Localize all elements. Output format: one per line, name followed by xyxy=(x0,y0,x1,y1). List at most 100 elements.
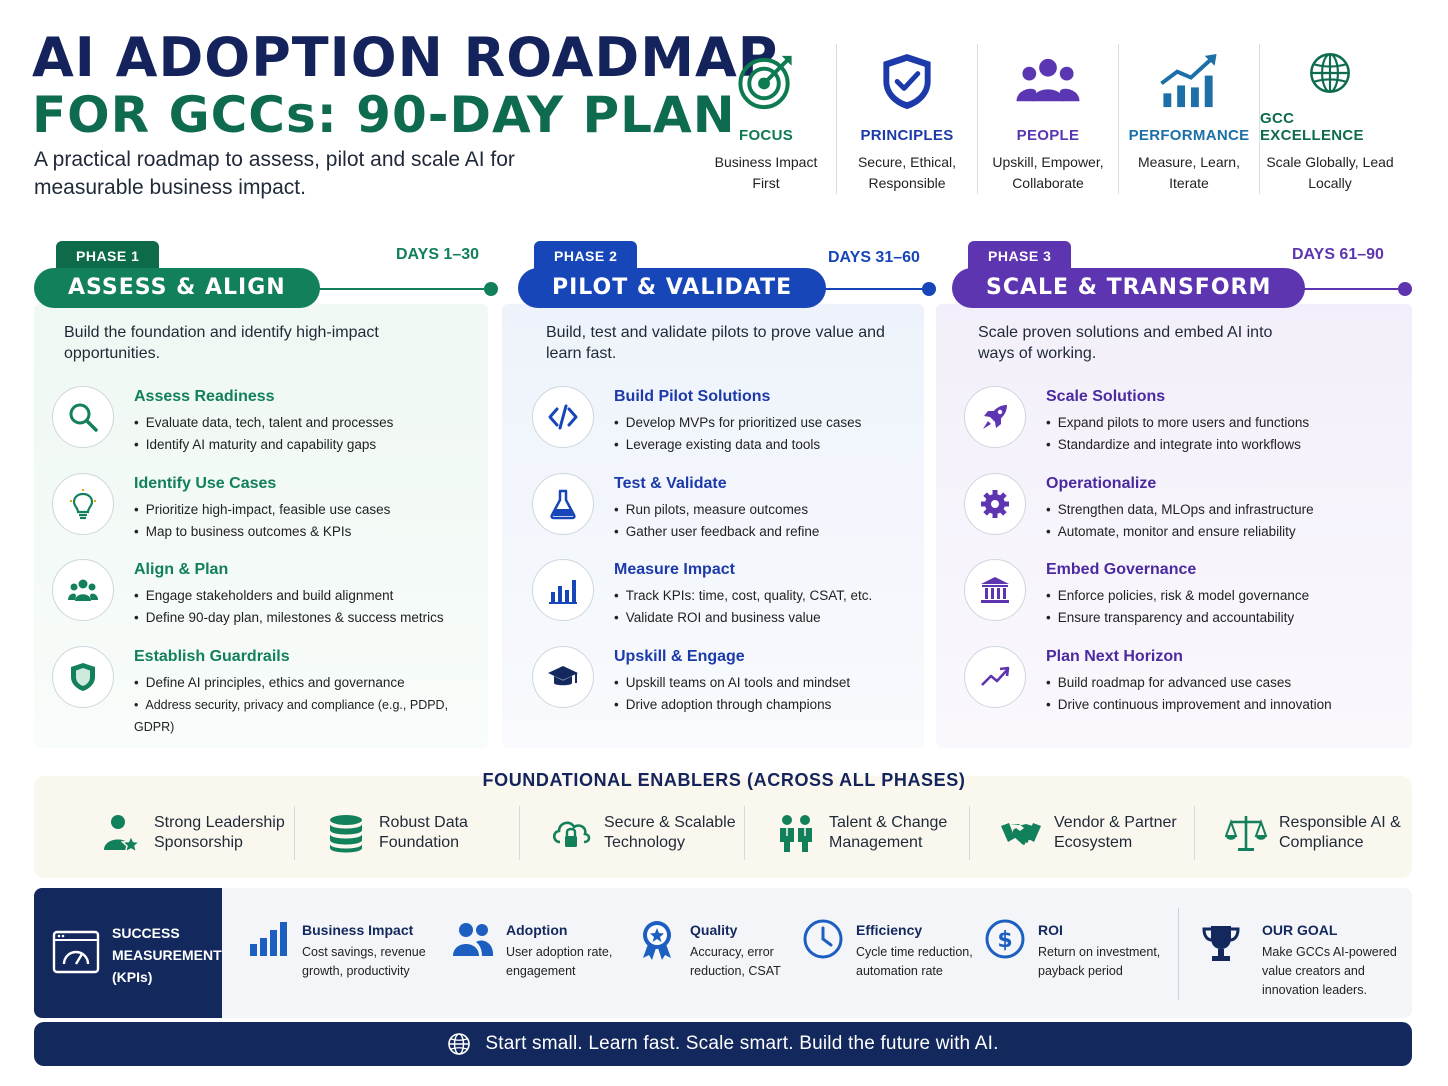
bullet: Engage stakeholders and build alignment xyxy=(134,585,444,607)
bullet: Automate, monitor and ensure reliability xyxy=(1046,521,1314,543)
dollar-icon: $ xyxy=(985,919,1025,959)
bar-chart-icon xyxy=(250,922,287,956)
step-title: Build Pilot Solutions xyxy=(614,388,771,405)
pillar-title: PRINCIPLES xyxy=(860,127,954,144)
kpi-desc: Cost savings, revenue growth, productivi… xyxy=(302,945,426,978)
step-test-validate: Test & Validate Run pilots, measure outc… xyxy=(532,472,914,560)
phase-2-section: PHASE 2 PILOT & VALIDATE DAYS 31–60 Buil… xyxy=(502,240,936,748)
bullet: Strengthen data, MLOps and infrastructur… xyxy=(1046,499,1314,521)
pillar-title: PEOPLE xyxy=(1016,127,1080,144)
trend-up-icon xyxy=(981,666,1010,686)
pillars-row: FOCUS Business Impact First PRINCIPLES S… xyxy=(696,44,1400,194)
bullet: Track KPIs: time, cost, quality, CSAT, e… xyxy=(614,585,873,607)
kpi-heading-block: SUCCESS MEASUREMENT (KPIs) xyxy=(34,888,222,1018)
clock-icon xyxy=(803,919,843,959)
step-build-pilot-solutions: Build Pilot Solutions Develop MVPs for p… xyxy=(532,386,914,473)
step-title: Plan Next Horizon xyxy=(1046,647,1183,665)
kpi-section: SUCCESS MEASUREMENT (KPIs) Business Impa… xyxy=(34,888,1412,1018)
kpi-title: ROI xyxy=(1038,922,1063,938)
enabler-label: Vendor & Partner Ecosystem xyxy=(1054,814,1177,851)
bullet: Evaluate data, tech, talent and processe… xyxy=(134,412,394,434)
pillar-desc: Business Impact First xyxy=(714,154,818,191)
bullet: Drive adoption through champions xyxy=(614,694,850,716)
pillar-title: FOCUS xyxy=(739,127,793,144)
phase-intro: Build the foundation and identify high-i… xyxy=(64,324,379,362)
enabler-item: Talent & Change Management xyxy=(744,806,969,860)
kpi-heading: SUCCESS MEASUREMENT (KPIs) xyxy=(112,925,222,985)
pillar-principles: PRINCIPLES Secure, Ethical, Responsible xyxy=(836,44,977,194)
step-measure-impact: Measure Impact Track KPIs: time, cost, q… xyxy=(532,559,914,646)
footer-banner: Start small. Learn fast. Scale smart. Bu… xyxy=(34,1022,1412,1066)
bullet: Validate ROI and business value xyxy=(614,607,872,629)
step-title: Embed Governance xyxy=(1046,561,1197,578)
award-icon xyxy=(643,921,671,960)
graduation-cap-icon xyxy=(548,665,578,685)
footer-text: Start small. Learn fast. Scale smart. Bu… xyxy=(485,1033,999,1054)
enabler-label: Responsible AI & Compliance xyxy=(1279,814,1401,851)
code-icon xyxy=(548,404,578,430)
step-title: Upskill & Engage xyxy=(614,647,745,665)
step-scale-solutions: Scale Solutions Expand pilots to more us… xyxy=(964,386,1402,473)
enabler-item: Strong Leadership Sponsorship xyxy=(70,806,294,860)
scales-icon xyxy=(1225,816,1267,851)
step-assess-readiness: Assess Readiness Evaluate data, tech, ta… xyxy=(52,386,478,473)
step-operationalize: Operationalize Strengthen data, MLOps an… xyxy=(964,472,1402,560)
bar-chart-icon xyxy=(549,580,577,604)
pillar-gcc-excellence: GCC EXCELLENCE Scale Globally, Lead Loca… xyxy=(1259,44,1400,194)
globe-icon xyxy=(1310,53,1350,93)
phase-days: DAYS 1–30 xyxy=(396,246,480,263)
bullet: Expand pilots to more users and function… xyxy=(1046,412,1309,434)
kpi-desc: Accuracy, error reduction, CSAT xyxy=(690,945,781,978)
step-title: Assess Readiness xyxy=(134,388,275,405)
enablers-title: FOUNDATIONAL ENABLERS (ACROSS ALL PHASES… xyxy=(482,770,966,790)
phase-days: DAYS 31–60 xyxy=(828,249,920,266)
pillar-performance: PERFORMANCE Measure, Learn, Iterate xyxy=(1118,44,1259,194)
bullet: Define AI principles, ethics and governa… xyxy=(134,672,478,694)
phase-steps: Build Pilot Solutions Develop MVPs for p… xyxy=(532,386,914,732)
step-title: Measure Impact xyxy=(614,561,735,578)
talent-icon xyxy=(780,815,812,852)
title-line-2: FOR GCCs: 90-DAY PLAN xyxy=(32,86,736,144)
lightbulb-icon xyxy=(70,488,96,519)
phase-name: PILOT & VALIDATE xyxy=(518,268,827,308)
pillar-title: PERFORMANCE xyxy=(1128,127,1250,144)
gear-icon xyxy=(981,489,1009,518)
kpi-title: Business Impact xyxy=(302,922,414,938)
bullet: Run pilots, measure outcomes xyxy=(614,499,819,521)
enabler-label: Robust Data Foundation xyxy=(379,814,468,851)
kpi-title: Efficiency xyxy=(856,922,923,938)
bullet: Drive continuous improvement and innovat… xyxy=(1046,694,1332,716)
flask-icon xyxy=(550,489,576,519)
kpi-title: Quality xyxy=(690,922,738,938)
globe-icon xyxy=(448,1033,471,1055)
step-plan-next-horizon: Plan Next Horizon Build roadmap for adva… xyxy=(964,645,1402,733)
step-establish-guardrails: Establish Guardrails Define AI principle… xyxy=(52,645,478,734)
dashboard-gauge-icon xyxy=(52,930,100,974)
phase-3-section: PHASE 3 SCALE & TRANSFORM DAYS 61–90 Sca… xyxy=(936,240,1412,748)
step-identify-use-cases: Identify Use Cases Prioritize high-impac… xyxy=(52,472,478,560)
database-icon xyxy=(330,815,362,853)
pillar-people: PEOPLE Upskill, Empower, Collaborate xyxy=(977,44,1118,194)
enabler-label: Strong Leadership Sponsorship xyxy=(154,814,285,851)
bullet: Prioritize high-impact, feasible use cas… xyxy=(134,499,391,521)
step-title: Align & Plan xyxy=(134,561,229,578)
shield-icon xyxy=(71,662,95,691)
bullet: Address security, privacy and compliance… xyxy=(134,694,478,738)
pillar-desc: Scale Globally, Lead Locally xyxy=(1266,154,1394,191)
leader-icon xyxy=(104,815,142,854)
svg-text:$: $ xyxy=(997,928,1012,953)
step-title: Establish Guardrails xyxy=(134,647,290,665)
people-group-icon xyxy=(1016,58,1080,102)
magnifier-icon xyxy=(69,403,98,432)
phase-steps: Scale Solutions Expand pilots to more us… xyxy=(964,386,1402,732)
bullet: Gather user feedback and refine xyxy=(614,521,820,543)
phase-name: ASSESS & ALIGN xyxy=(34,268,320,308)
cloud-lock-icon xyxy=(552,821,591,847)
institution-icon xyxy=(981,577,1009,603)
pillar-title: GCC EXCELLENCE xyxy=(1260,110,1364,144)
bullet: Identify AI maturity and capability gaps xyxy=(134,434,393,456)
phase-tag: PHASE 2 xyxy=(534,241,638,271)
pillar-desc: Upskill, Empower, Collaborate xyxy=(992,154,1104,191)
bullet: Map to business outcomes & KPIs xyxy=(134,521,390,543)
enablers-row: Strong Leadership Sponsorship Robust Dat… xyxy=(70,806,1401,860)
